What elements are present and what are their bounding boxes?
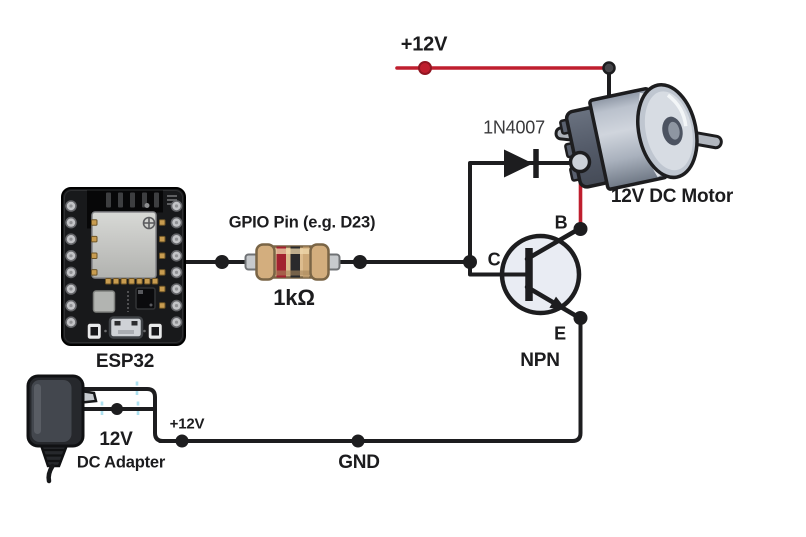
supply-rail-label: +12V (400, 33, 448, 56)
base-label: B (554, 212, 568, 233)
chip-dot (149, 303, 153, 307)
motor-label: 12V DC Motor (610, 186, 734, 207)
motor-body-group (559, 82, 699, 191)
pcb-screw-dot (144, 203, 150, 208)
junction-dots (111, 61, 616, 448)
wire-clip-marks (100, 381, 140, 417)
resistor-band-black (290, 246, 300, 278)
motor-terminal (568, 150, 592, 174)
chip-mark (138, 290, 143, 294)
adapter-name-label: DC Adapter (76, 453, 166, 472)
resistor-cap-left (255, 243, 276, 281)
esp32-board (61, 187, 186, 346)
adapter-cable (46, 463, 55, 484)
collector-label: C (487, 249, 501, 270)
junction-dot (353, 255, 367, 269)
resistor-shade (267, 270, 318, 276)
usb-slot (131, 321, 138, 326)
ground-label: GND (338, 452, 380, 473)
transistor-type-label: NPN (520, 350, 560, 371)
adapter-voltage-label: 12V (99, 429, 133, 450)
diode-label: 1N4007 (483, 117, 545, 138)
pcb-dot (143, 329, 146, 333)
junction-dot (215, 255, 229, 269)
resistor-band-red (276, 246, 286, 278)
diode-1n4007 (504, 149, 539, 178)
wire-emitter-to-gnd (158, 316, 583, 443)
adapter-highlight (34, 384, 41, 434)
diode-anode-triangle (504, 149, 533, 178)
motor-face-highlight (666, 93, 688, 127)
resistor-band-faint (303, 246, 309, 278)
resistor-1k (244, 243, 341, 281)
usb-slot (114, 321, 121, 326)
regulator-chip (92, 290, 116, 313)
resistor-highlight (267, 248, 318, 254)
transistor-emitter-lead (524, 284, 581, 320)
antenna-slots (106, 192, 159, 208)
resistor-value-label: 1kΩ (273, 285, 315, 310)
dc-adapter (26, 374, 98, 484)
gnd-junction-dot (351, 434, 365, 448)
wire-adapter-top (78, 387, 165, 443)
boot-button-cap (90, 327, 98, 336)
supply-rail-dot (418, 61, 432, 75)
pcb-dot (104, 329, 107, 333)
wifi-module-shield (91, 211, 157, 279)
crosshair-icon (142, 216, 156, 230)
adapter-wire-dot (111, 403, 123, 415)
motor-top-dot (602, 61, 616, 75)
castellated-pads (91, 219, 166, 309)
adapter-front-face (31, 380, 72, 442)
gpio-pin-label: GPIO Pin (e.g. D23) (228, 213, 376, 232)
board-label: ESP32 (95, 351, 155, 372)
resistor-cap-right (309, 243, 330, 281)
reset-button-cap (151, 327, 159, 336)
transistor-emitter-arrow (549, 296, 567, 311)
adapter-output-label: +12V (169, 415, 205, 433)
junction-dot (463, 255, 477, 269)
gnd-junction-dot (175, 434, 189, 448)
pin-pads-left (65, 200, 77, 328)
usb-notch (118, 330, 134, 334)
dc-motor (554, 82, 723, 191)
strain-relief-ridges (43, 448, 64, 463)
pin-pads-right (170, 200, 183, 328)
transistor-base-lead (524, 227, 581, 262)
motor-hub-inner (668, 121, 680, 140)
emitter-terminal-dot (573, 311, 588, 325)
emitter-label: E (554, 323, 566, 344)
micro-usb-port (108, 316, 144, 339)
npn-transistor (468, 227, 582, 320)
base-terminal-dot (573, 222, 588, 236)
